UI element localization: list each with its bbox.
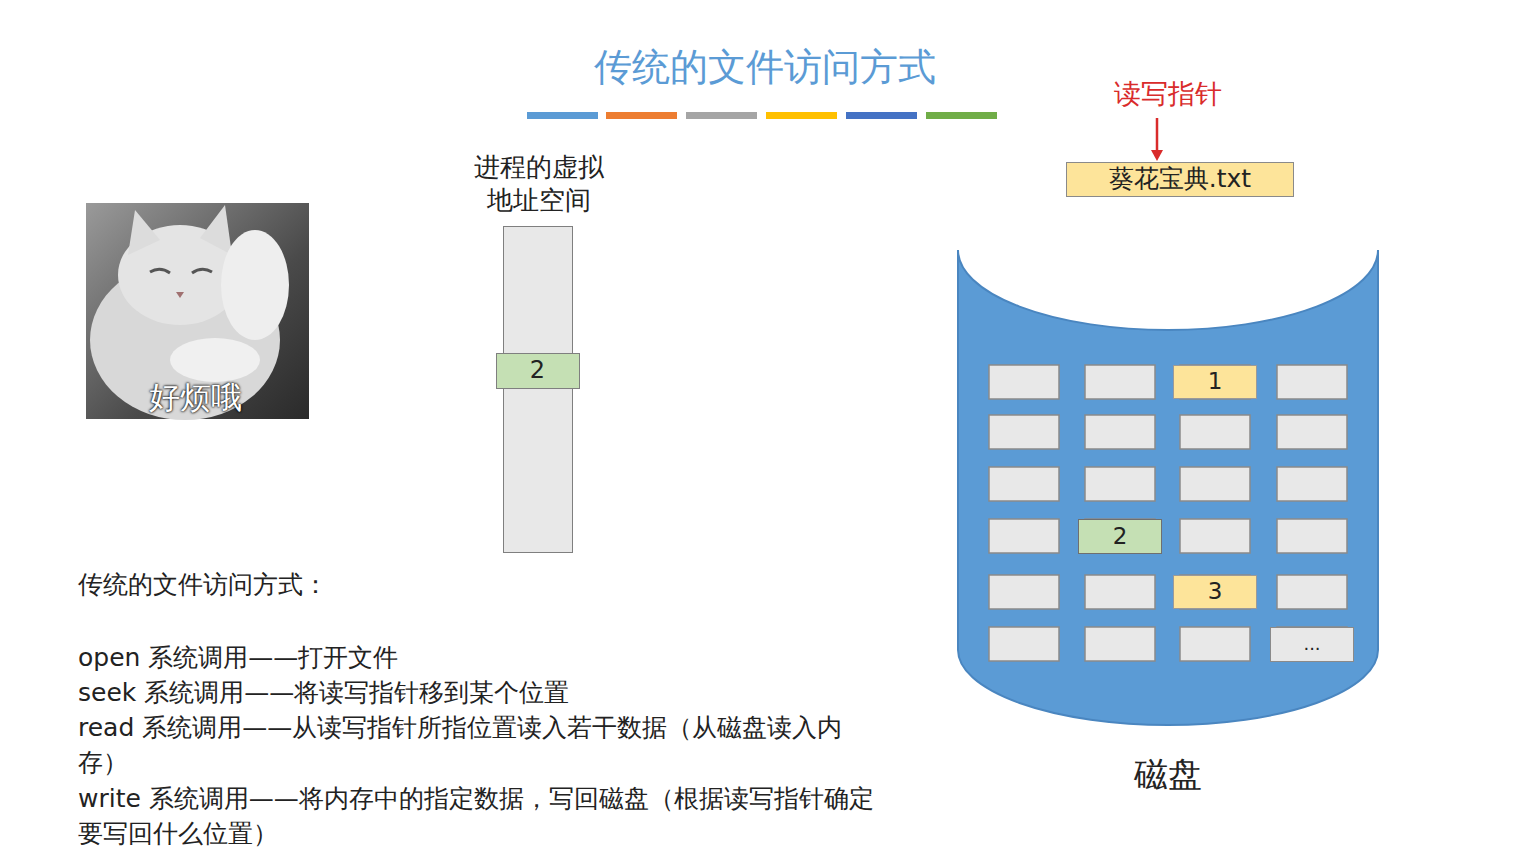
node-label: 2 — [497, 354, 579, 387]
syscall-note: open 系统调用——打开文件 — [78, 640, 898, 675]
title: 传统的文件访问方式 — [465, 42, 1065, 93]
disk-block-empty — [1085, 415, 1155, 449]
disk-block-empty — [989, 415, 1059, 449]
disk-block: 1 — [1173, 365, 1257, 399]
node-heading: 进程的虚拟 地址空间 — [464, 151, 614, 217]
node-label: ... — [1271, 628, 1353, 660]
syscall-note: write 系统调用——将内存中的指定数据，写回磁盘（根据读写指针确定要写回什么… — [78, 781, 888, 851]
cylinder-body — [958, 250, 1378, 725]
node-label: 2 — [1079, 520, 1161, 552]
file-box: 葵花宝典.txt — [1066, 162, 1294, 197]
pointer-label: 读写指针 — [1090, 76, 1245, 112]
color-bar — [926, 112, 997, 119]
disk-block-empty — [989, 519, 1059, 553]
disk-block-empty — [1277, 365, 1347, 399]
disk-block-empty — [1085, 575, 1155, 609]
disk-block-empty — [989, 627, 1059, 661]
color-bar — [766, 112, 837, 119]
address-space-bar: 进程的虚拟 地址空间2 — [503, 226, 573, 553]
disk-block: 3 — [1173, 575, 1257, 609]
section-heading: 传统的文件访问方式： — [78, 568, 678, 601]
pointer-arrow — [1156, 118, 1159, 152]
disk-cylinder: 磁盘123... — [958, 250, 1378, 726]
color-bar — [606, 112, 677, 119]
disk-block: ... — [1270, 627, 1354, 662]
color-bar — [527, 112, 598, 119]
node-label: 葵花宝典.txt — [1067, 163, 1293, 195]
disk-block-empty — [1180, 627, 1250, 661]
disk-block-empty — [1180, 519, 1250, 553]
disk-block-empty — [1277, 415, 1347, 449]
disk-block-empty — [1277, 467, 1347, 501]
disk-block-empty — [1180, 415, 1250, 449]
color-bar — [846, 112, 917, 119]
node-label: 3 — [1174, 576, 1256, 607]
memory-block: 2 — [496, 353, 580, 389]
disk-block: 2 — [1078, 519, 1162, 554]
disk-block-empty — [1277, 575, 1347, 609]
syscall-note: read 系统调用——从读写指针所指位置读入若干数据（从磁盘读入内存） — [78, 710, 878, 780]
color-bar — [686, 112, 757, 119]
pointer-arrowhead — [1151, 150, 1163, 161]
node-label: 1 — [1174, 366, 1256, 397]
disk-block-empty — [1085, 467, 1155, 501]
disk-block-empty — [1085, 365, 1155, 399]
disk-block-empty — [989, 467, 1059, 501]
node-heading: 磁盘 — [958, 752, 1378, 798]
disk-block-empty — [1277, 519, 1347, 553]
disk-block-empty — [1085, 627, 1155, 661]
disk-block-empty — [989, 365, 1059, 399]
disk-block-empty — [989, 575, 1059, 609]
cat-picture — [86, 203, 309, 420]
syscall-note: seek 系统调用——将读写指针移到某个位置 — [78, 675, 898, 710]
meme-caption: 好烦哦 — [110, 377, 280, 419]
disk-block-empty — [1180, 467, 1250, 501]
